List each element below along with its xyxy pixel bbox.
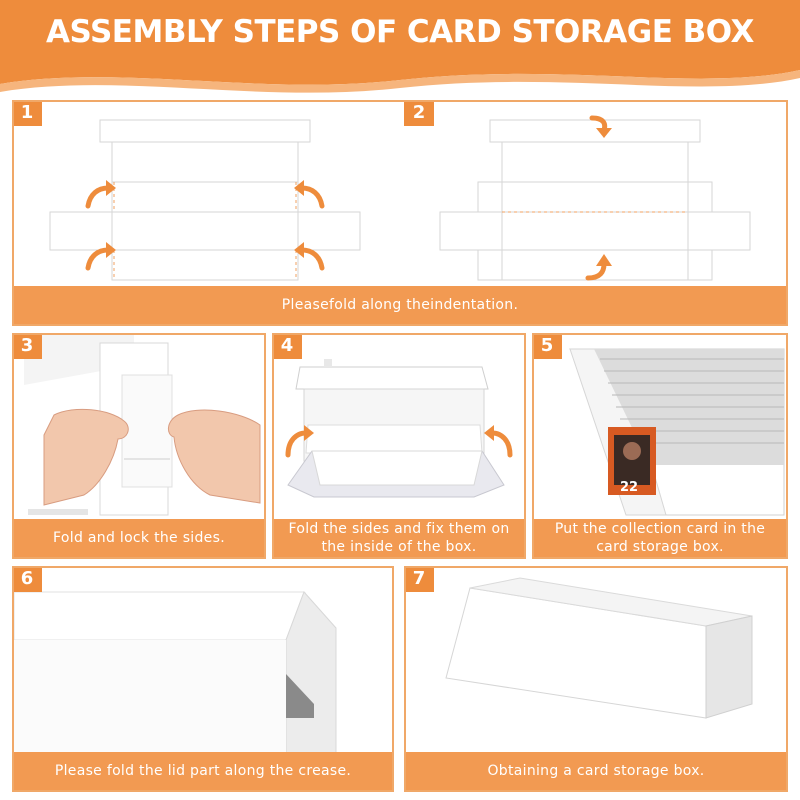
header-wave: [0, 0, 800, 93]
step-number-1: 1: [14, 102, 42, 126]
card-number: 22: [620, 480, 638, 495]
step-caption-4: Fold the sides and fix them on the insid…: [274, 519, 524, 557]
step-number-2: 2: [404, 102, 434, 126]
lid-fold-illustration: [14, 591, 337, 754]
flat-box-2: [439, 119, 751, 281]
step-panel-5: 22 5 Put the collection card in the card…: [532, 333, 788, 559]
step-caption-3: Fold and lock the sides.: [14, 519, 264, 557]
step-number-3: 3: [14, 335, 42, 359]
dieline-illustrations: [49, 115, 751, 281]
step-number-6: 6: [14, 568, 42, 592]
header-banner: ASSEMBLY STEPS OF CARD STORAGE BOX: [0, 0, 800, 100]
step-panel-4: 4 Fold the sides and fix them on the ins…: [272, 333, 526, 559]
finished-box-illustration: [445, 577, 753, 719]
flat-box-1: [49, 119, 361, 281]
open-box-illustration: [285, 359, 513, 498]
step-panel-1-2: 1 2: [12, 100, 788, 326]
step-caption-6: Please fold the lid part along the creas…: [14, 752, 392, 790]
page-title: ASSEMBLY STEPS OF CARD STORAGE BOX: [46, 14, 754, 50]
step-number-5: 5: [534, 335, 562, 359]
step-number-4: 4: [274, 335, 302, 359]
step-caption-1: Pleasefold along theindentation.: [14, 286, 786, 324]
step-panel-6: 6 Please fold the lid part along the cre…: [12, 566, 394, 792]
step-panel-3: 3 Fold and lock the sides.: [12, 333, 266, 559]
step-panel-7: 7 Obtaining a card storage box.: [404, 566, 788, 792]
step-number-7: 7: [406, 568, 434, 592]
step-caption-5: Put the collection card in the card stor…: [534, 519, 786, 557]
curved-arrow-icon: [85, 185, 325, 271]
arrow-heads: [106, 180, 304, 258]
curved-arrow-icon: [285, 430, 513, 458]
box-with-cards-illustration: 22: [569, 348, 785, 516]
hands-folding-illustration: [24, 335, 261, 516]
step-caption-7: Obtaining a card storage box.: [406, 752, 786, 790]
